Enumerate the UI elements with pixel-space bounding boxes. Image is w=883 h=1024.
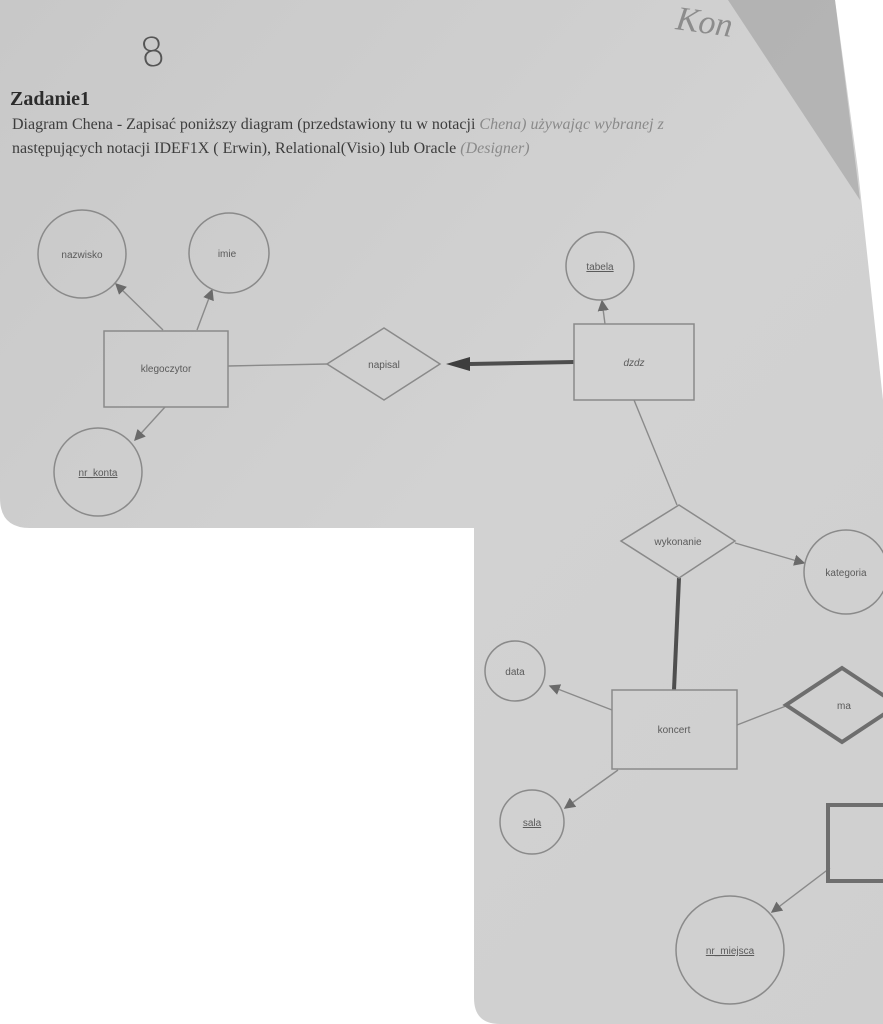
attribute-nr-konta [53, 427, 143, 517]
attribute-nr-miejsca-label: nr_miejsca [706, 946, 755, 957]
edge-klient-napisal [227, 363, 328, 367]
edge-koncert-data [548, 684, 613, 711]
relationship-wykonanie-label: wykonanie [653, 537, 702, 548]
entity-klient [103, 330, 229, 408]
instruction-text-faded: (Designer) [460, 140, 530, 157]
relationship-napisal [325, 327, 442, 401]
task-instruction-line-1: Diagram Chena - Zapisać poniższy diagram… [12, 116, 664, 134]
attribute-tabela-label: tabela [586, 262, 614, 273]
attribute-tabela [565, 231, 635, 301]
task-instruction-line-2: następujących notacji IDEF1X ( Erwin), R… [12, 140, 530, 158]
entity-dzial-label: dzdz [623, 358, 644, 369]
edge-dzial-napisal-arrowhead [446, 357, 470, 371]
edge-dzial-wykonanie [633, 399, 678, 506]
attribute-data [484, 640, 546, 702]
entity-klient-label: klegoczytor [141, 364, 192, 375]
edge-wykonanie-koncert [672, 577, 681, 691]
edge-klient-nazwisko [114, 283, 164, 331]
entity-offpage [826, 803, 883, 883]
entity-koncert [611, 689, 738, 770]
entity-koncert-label: koncert [658, 725, 691, 736]
edge-dzial-tabela [597, 299, 609, 325]
instruction-text: Diagram Chena - Zapisać poniższy diagram… [12, 116, 480, 133]
attribute-imie [188, 212, 270, 294]
relationship-ma-label: ma [837, 701, 851, 712]
attribute-nr-miejsca [675, 895, 785, 1005]
edge-koncert-sala [563, 769, 619, 809]
attribute-sala-label: sala [523, 818, 542, 829]
relationship-napisal-label: napisal [368, 360, 400, 371]
entity-dzial [573, 323, 695, 401]
attribute-kategoria [803, 529, 883, 615]
task-heading: Zadanie1 [10, 88, 91, 110]
relationship-ma [782, 665, 883, 745]
attribute-kategoria-label: kategoria [825, 568, 867, 579]
attribute-nazwisko [37, 209, 127, 299]
instruction-text-faded: Chena) używając wybranej z [479, 116, 664, 133]
edge-wykonanie-kategoria [734, 542, 806, 566]
instruction-text: następujących notacji IDEF1X ( Erwin), R… [12, 140, 461, 157]
relationship-wykonanie [619, 504, 737, 579]
edge-dzial-napisal [469, 360, 575, 366]
edge-koncert-ma [736, 705, 787, 726]
attribute-imie-label: imie [218, 249, 237, 260]
attribute-nr-konta-label: nr_konta [79, 468, 118, 479]
attribute-sala [499, 789, 565, 855]
edge-klient-nr-konta [134, 406, 166, 442]
edge-entity-nr-miejsca [770, 867, 831, 913]
edge-klient-imie [196, 288, 214, 331]
attribute-nazwisko-label: nazwisko [61, 250, 103, 261]
attribute-data-label: data [505, 667, 525, 678]
